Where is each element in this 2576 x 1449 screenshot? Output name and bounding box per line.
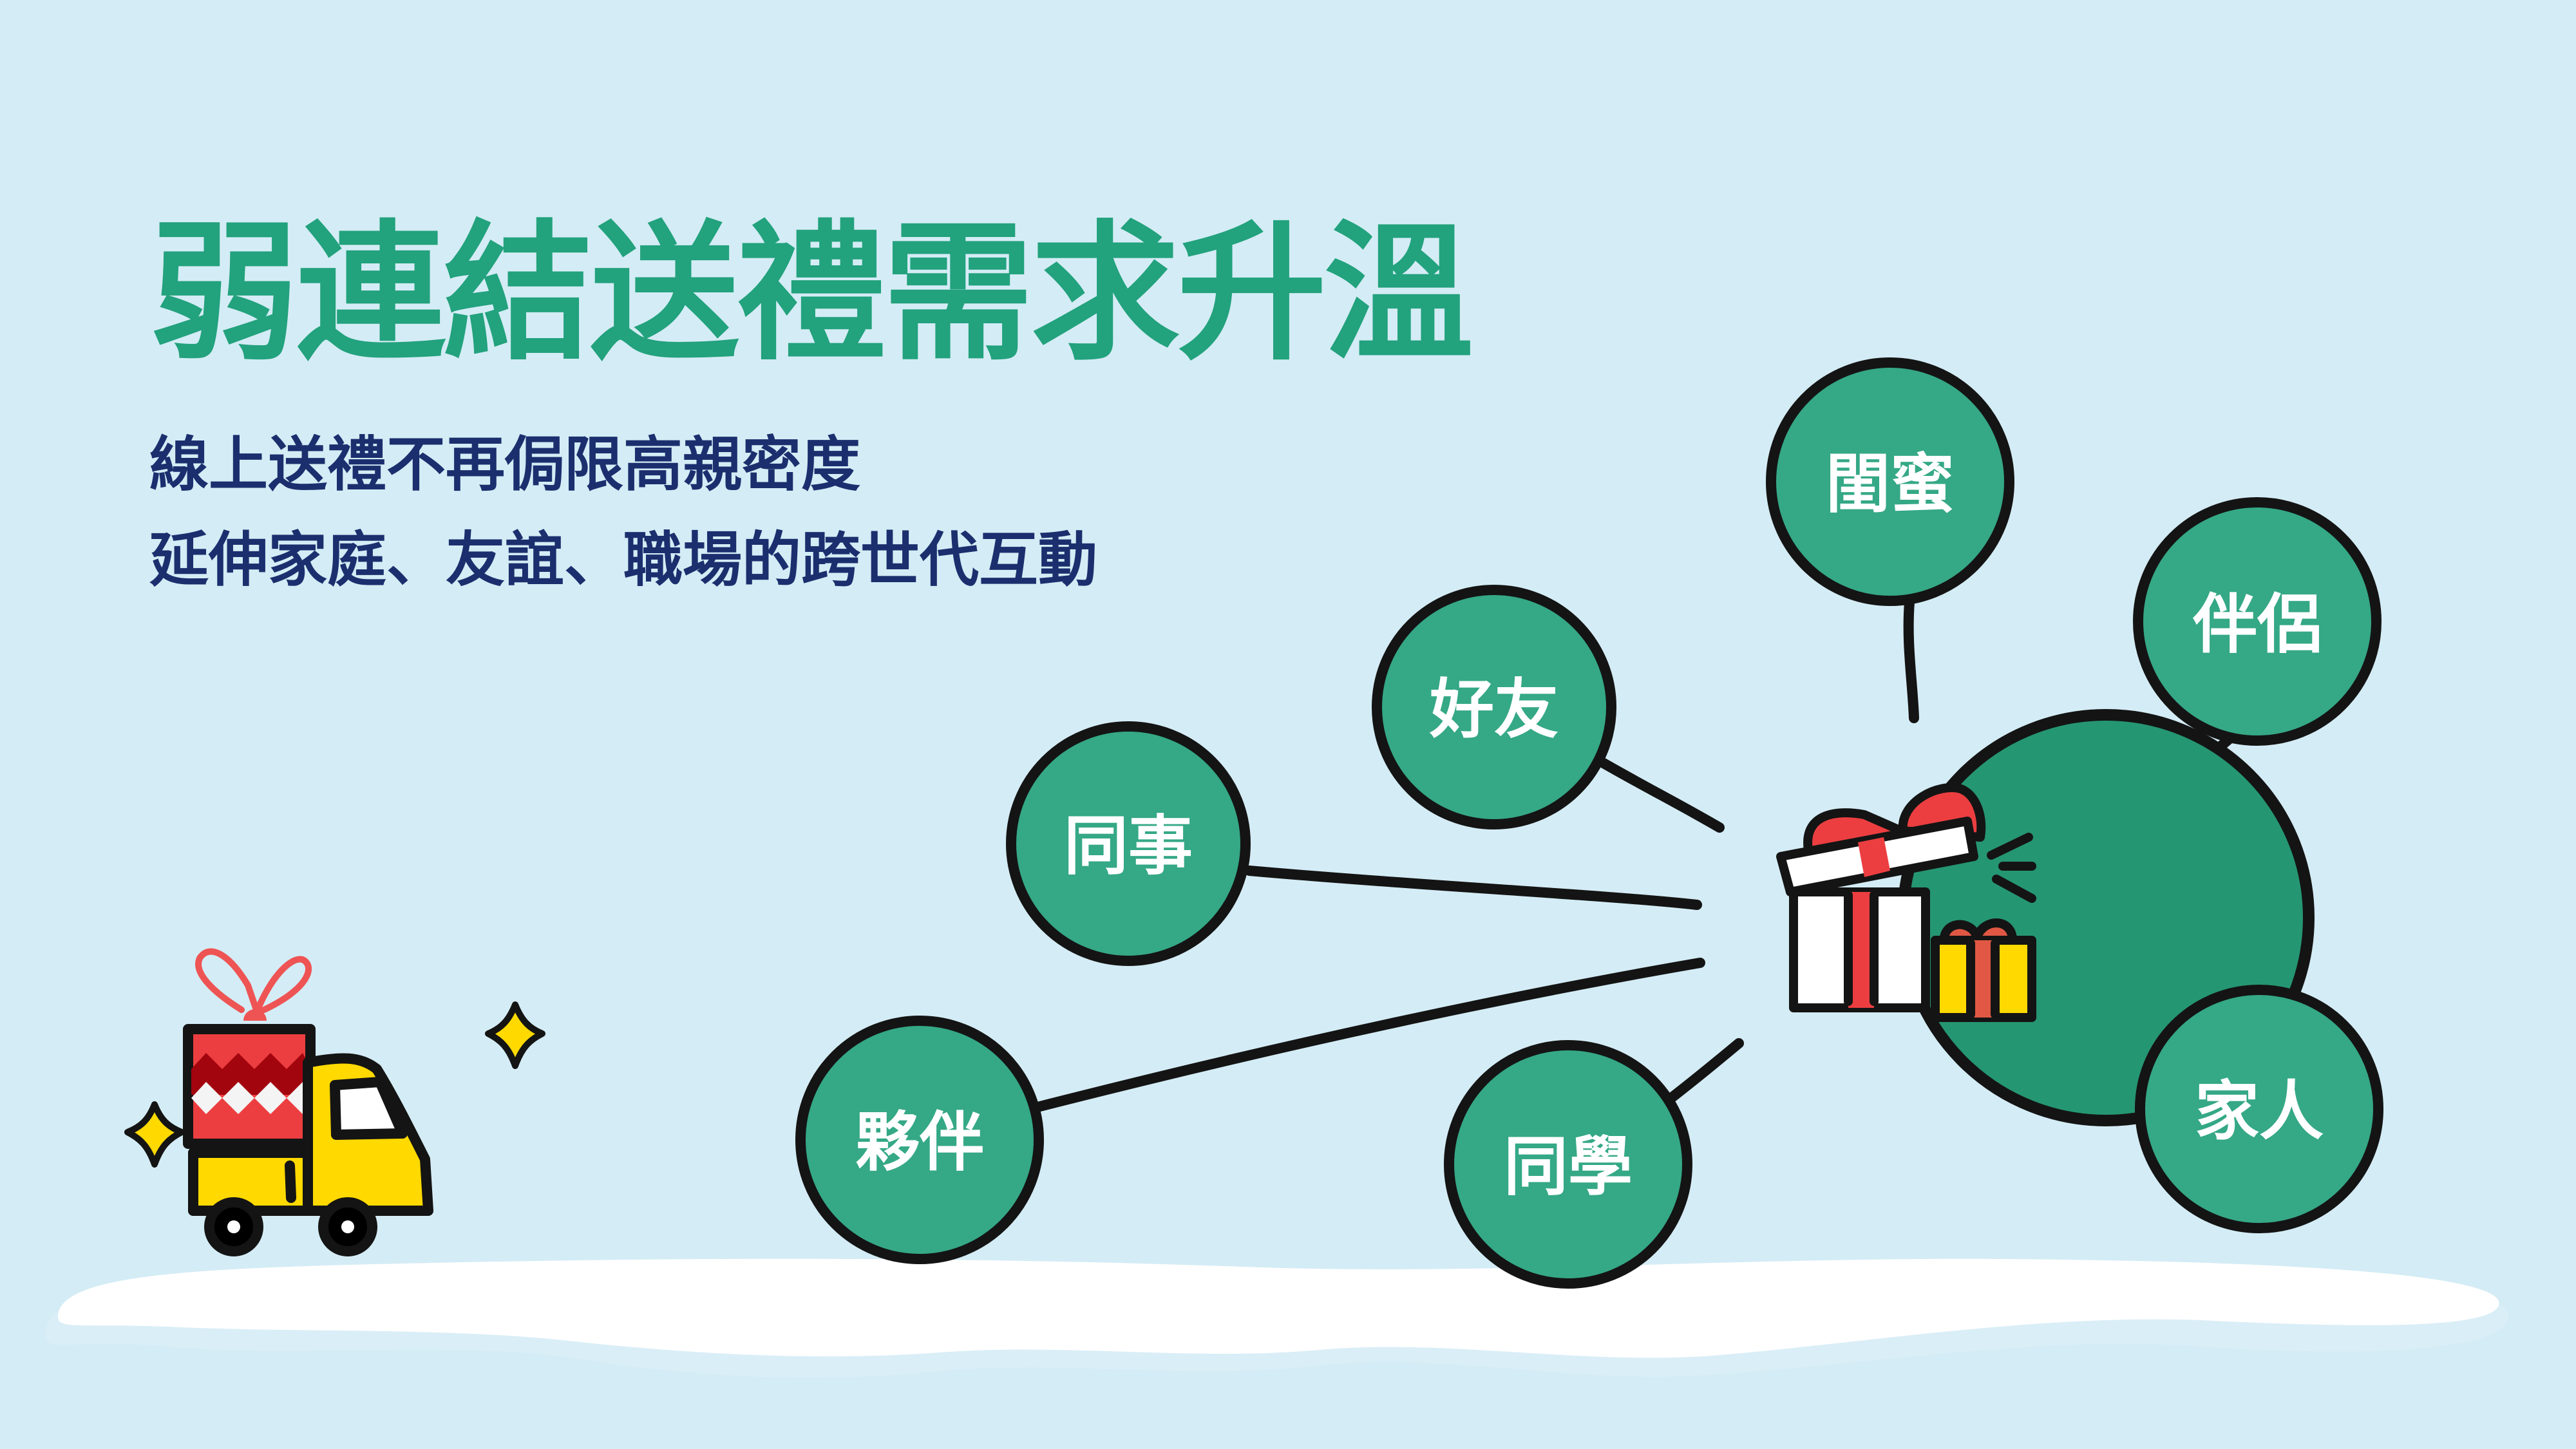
node-label-banlv: 伴侶 <box>2193 587 2322 662</box>
node-circle-haoyou <box>1372 585 1616 829</box>
node-label-jiaren: 家人 <box>2195 1074 2324 1149</box>
node-circle-huoban <box>795 1016 1044 1264</box>
subtitle: 線上送禮不再侷限高親密度 延伸家庭、友誼、職場的跨世代互動 <box>149 417 1097 608</box>
gift-boxes-icon <box>1776 783 2036 1022</box>
node-circle-banlv <box>2133 497 2382 746</box>
page-title: 弱連結送禮需求升溫 <box>149 207 1473 381</box>
snow-ground <box>45 1258 2509 1378</box>
subtitle-line-1: 線上送禮不再侷限高親密度 <box>149 430 861 499</box>
node-circle-tongshi <box>1006 721 1251 966</box>
satellite-nodes <box>795 357 2383 1289</box>
node-label-huoban: 夥伴 <box>855 1104 984 1180</box>
node-label-haoyou: 好友 <box>1430 672 1558 747</box>
gift-delivery-truck-icon <box>183 948 433 1256</box>
node-circle-tongxue <box>1444 1040 1692 1289</box>
node-label-tongshi: 同事 <box>1064 808 1193 884</box>
sparkle-icon <box>485 1001 545 1069</box>
sparkle-icon <box>124 1101 185 1168</box>
node-label-tongxue: 同學 <box>1504 1129 1633 1204</box>
node-label-guimi: 閨蜜 <box>1826 446 1955 522</box>
node-circle-jiaren <box>2135 985 2383 1233</box>
subtitle-line-2: 延伸家庭、友誼、職場的跨世代互動 <box>149 526 1098 594</box>
node-circle-guimi <box>1766 357 2014 606</box>
